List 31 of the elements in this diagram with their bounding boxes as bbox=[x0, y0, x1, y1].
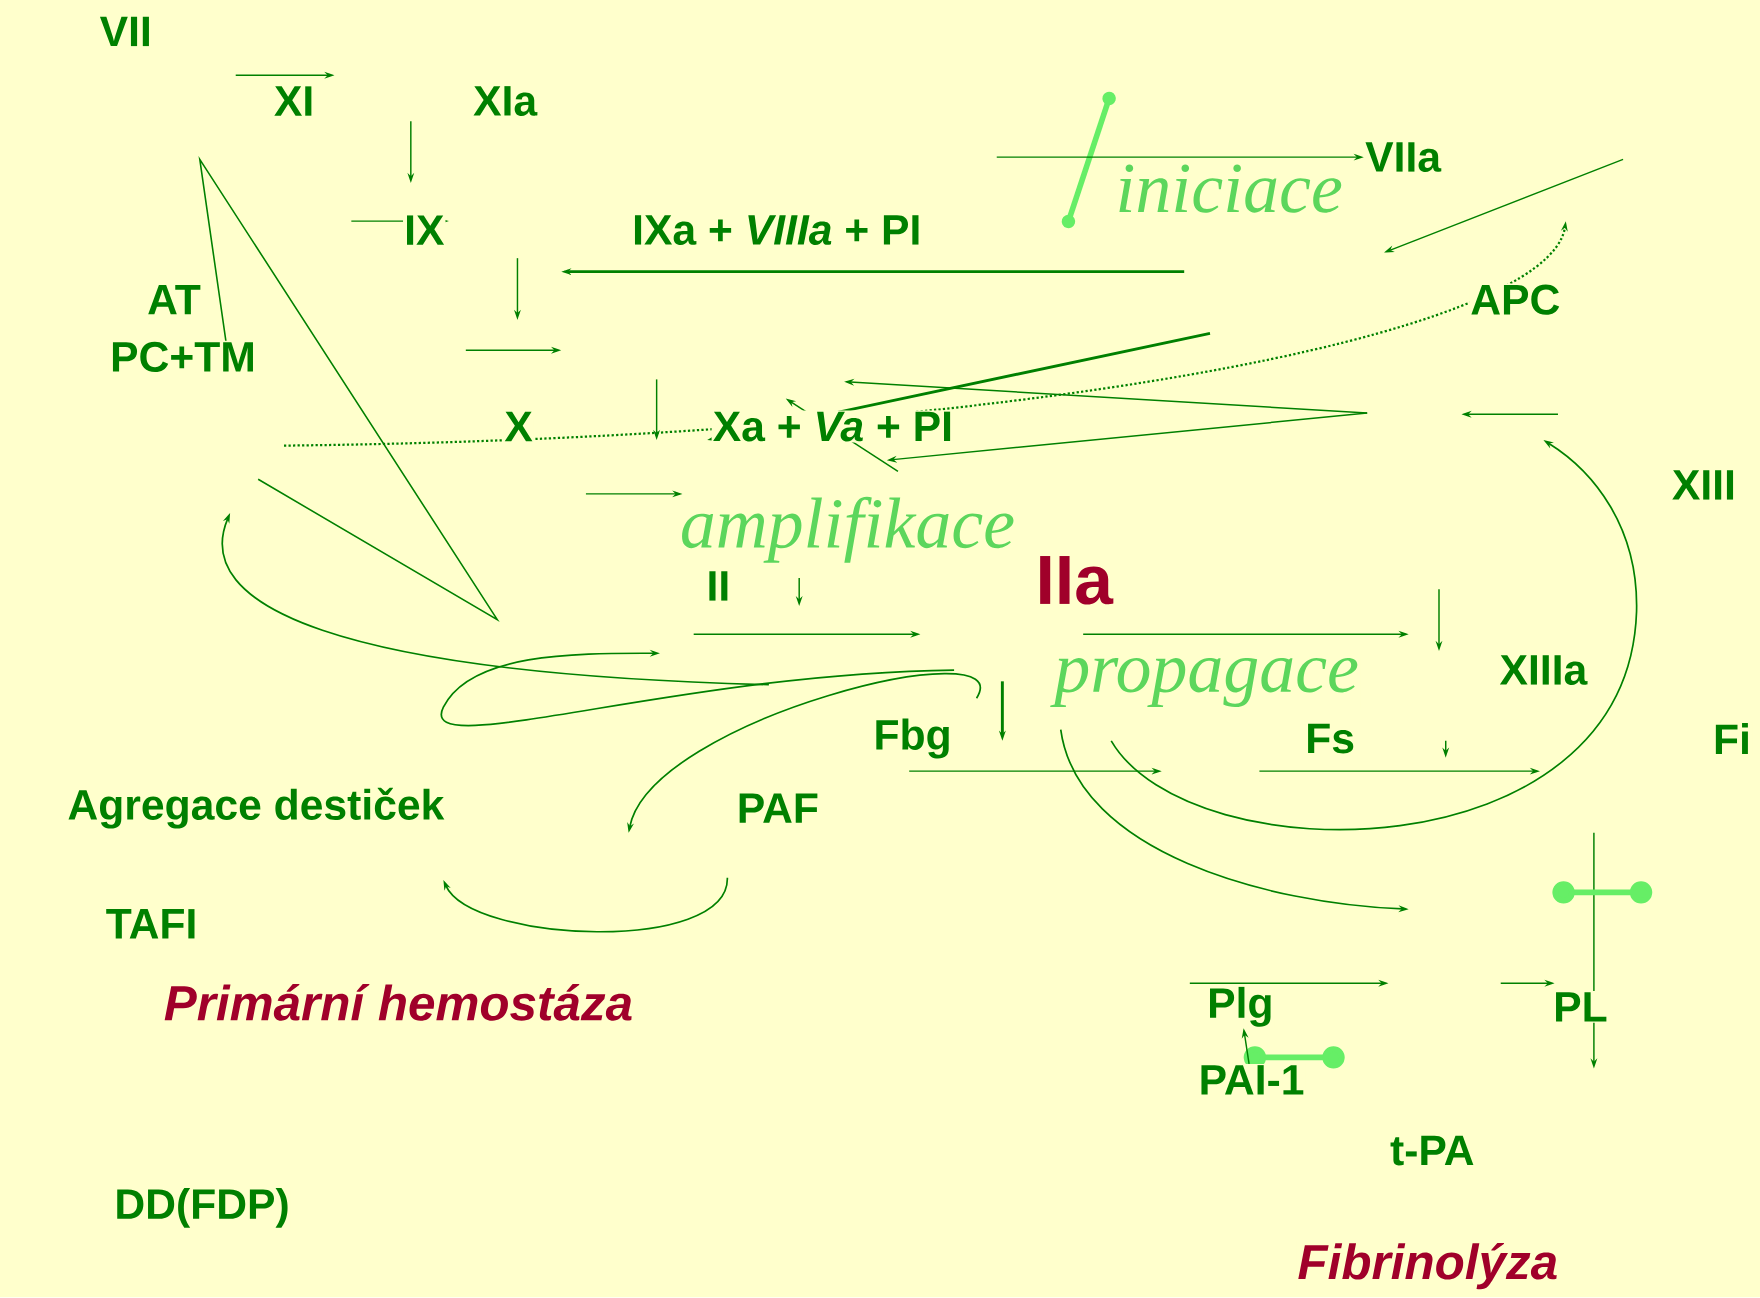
factor-label: PAI-1 bbox=[1197, 1064, 1306, 1096]
factor-label: TAFI bbox=[104, 908, 199, 940]
factor-label: Agregace destiček bbox=[66, 786, 446, 830]
factor-label: IXa + VIIIa + PI bbox=[631, 214, 923, 247]
factor-label: XI bbox=[272, 85, 316, 118]
factor-label: X bbox=[503, 410, 534, 443]
phase-label: amplifikace bbox=[678, 495, 1017, 565]
factor-label: t-PA bbox=[1388, 1134, 1476, 1167]
factor-label: PL bbox=[1552, 991, 1609, 1023]
factor-label: PAF bbox=[735, 792, 821, 825]
factor-label: Plg bbox=[1206, 985, 1275, 1029]
phase-label: iniciace bbox=[1114, 163, 1344, 215]
factor-label: AT bbox=[146, 284, 202, 316]
factor-label: XIa bbox=[471, 85, 539, 118]
factor-label: IX bbox=[403, 214, 446, 247]
factor-label: DD(FDP) bbox=[113, 1187, 291, 1229]
factor-label: II bbox=[705, 570, 732, 602]
factor-label: XIIIa bbox=[1498, 654, 1589, 687]
section-heading: Fibrinolýza bbox=[1296, 1242, 1560, 1291]
factor-label: PC+TM bbox=[108, 340, 257, 374]
phase-label: propagace bbox=[1050, 657, 1361, 709]
factor-label: VII bbox=[98, 15, 153, 48]
factor-label: Xa + Va + PI bbox=[711, 410, 955, 443]
factor-label: APC bbox=[1469, 283, 1562, 317]
factor-label: IIa bbox=[1034, 555, 1114, 606]
section-heading: Primární hemostáza bbox=[162, 983, 635, 1023]
factor-label: Fbg bbox=[872, 717, 953, 760]
factor-label: Fs bbox=[1304, 722, 1357, 755]
factor-label: VIIa bbox=[1364, 141, 1443, 174]
factor-label: Fi bbox=[1711, 722, 1753, 756]
factor-label: XIII bbox=[1670, 469, 1737, 501]
